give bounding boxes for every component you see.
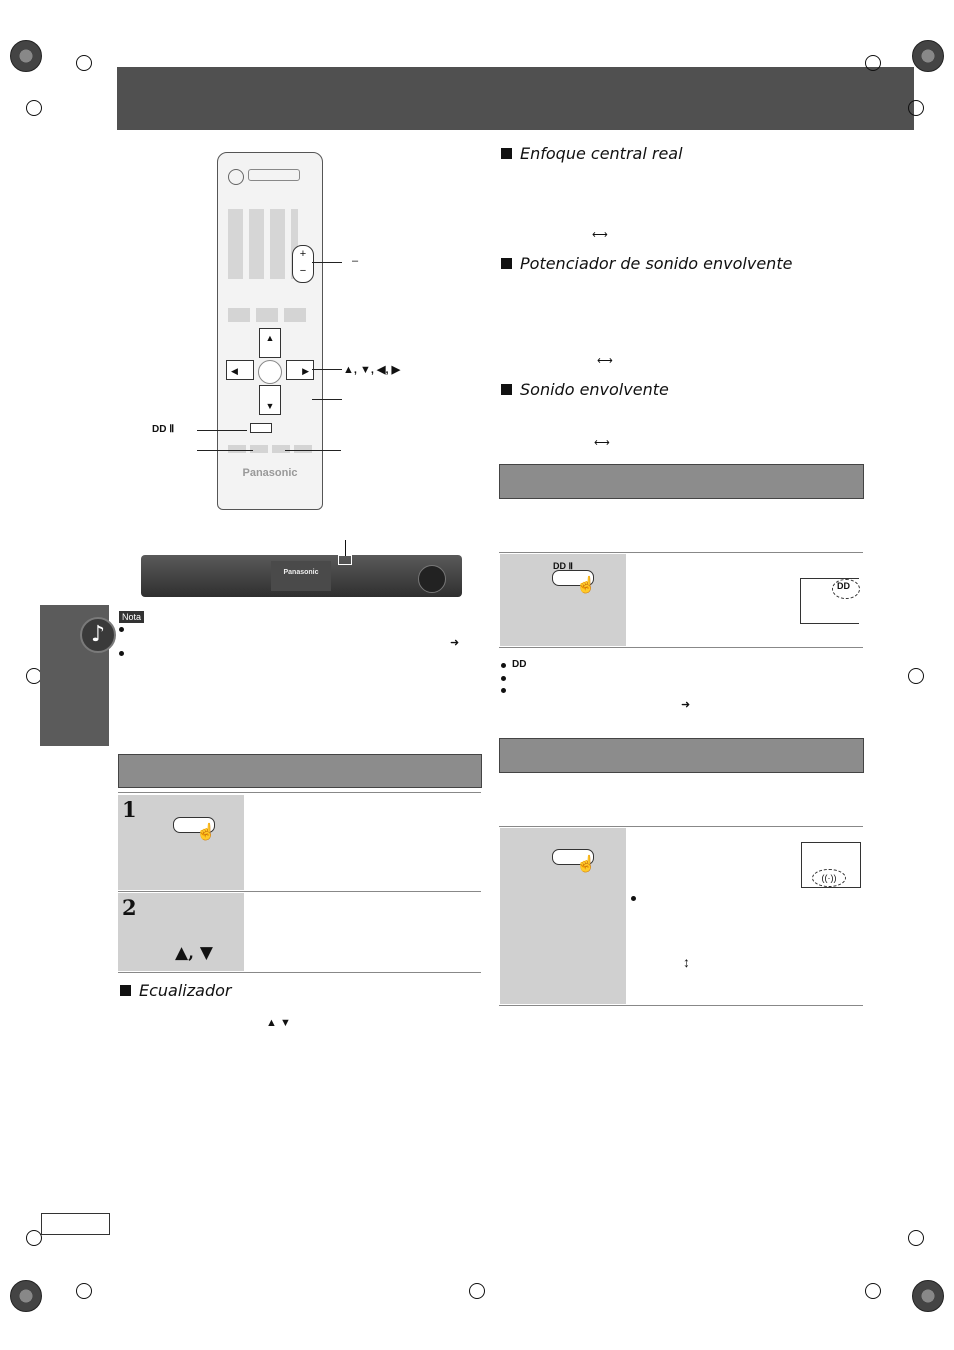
dolby-step-box (500, 554, 626, 646)
potenciador-arrow: ⟷ (597, 355, 613, 367)
unit-brand-label: Panasonic (283, 569, 319, 576)
pointing-hand-icon: ☝ (196, 824, 216, 841)
callout-line (312, 262, 342, 263)
divider (499, 826, 863, 827)
registration-mark-icon (10, 1280, 42, 1312)
press-button-icon (552, 570, 594, 586)
press-button-icon (173, 817, 215, 833)
step-2-box (118, 893, 244, 971)
step-number: 2 (122, 895, 137, 920)
navigation-pad: ▲ ▼ ◀ ▶ (226, 328, 314, 415)
volume-rocker: +− (292, 245, 314, 283)
display-indicator-highlight (832, 579, 860, 599)
music-note-icon: ♪ (80, 617, 116, 653)
remote-control-illustration: +− ▲ ▼ ◀ ▶ Panasonic (217, 152, 323, 510)
potenciador-heading: Potenciador de sonido envolvente (501, 254, 792, 273)
display-dolby-indicator: DD (837, 581, 850, 591)
callout-line (197, 430, 247, 431)
right-section-bar-2 (499, 738, 864, 773)
callout-line (285, 450, 341, 451)
crosshair-icon (76, 55, 92, 71)
remote-top-buttons (248, 169, 300, 181)
note-label: Nota (119, 611, 145, 623)
crosshair-icon (908, 100, 924, 116)
registration-mark-icon (10, 40, 42, 72)
callout-line (345, 540, 346, 556)
left-section-bar (118, 754, 482, 788)
registration-mark-icon (912, 1280, 944, 1312)
registration-mark-icon (912, 40, 944, 72)
dolby-button (250, 423, 272, 433)
divider (499, 1005, 863, 1006)
page-number-box (41, 1213, 110, 1235)
note-bullet (119, 627, 124, 632)
callout-line (197, 450, 253, 451)
ecualizador-heading: Ecualizador (120, 981, 231, 1000)
reference-arrow: ➜ (681, 699, 691, 711)
divider (499, 552, 863, 553)
step-1-box (118, 795, 244, 890)
note-arrow: ➜ (450, 637, 460, 649)
divider (499, 647, 863, 648)
dolby-button-mark: DD Ⅱ (553, 561, 573, 571)
volume-knob-icon (418, 565, 446, 593)
remote-bottom-buttons (228, 445, 312, 453)
crosshair-icon (908, 668, 924, 684)
numeric-keypad (228, 209, 298, 279)
transport-buttons (228, 308, 312, 322)
pointing-hand-icon: ☝ (576, 856, 596, 873)
crosshair-icon (469, 1283, 485, 1299)
bullet (631, 896, 636, 901)
sonido-arrow: ⟷ (594, 437, 610, 449)
bullet (501, 676, 506, 681)
crosshair-icon (865, 55, 881, 71)
press-button-icon (552, 849, 594, 865)
page-header-bar (117, 67, 914, 130)
callout-line (312, 399, 342, 400)
crosshair-icon (26, 1230, 42, 1246)
ecualizador-keys: ▲ ▼ (266, 1017, 291, 1029)
callout-line (312, 369, 342, 370)
sonido-envolvente-heading: Sonido envolvente (501, 380, 669, 399)
volume-callout-label: – (352, 255, 359, 267)
main-unit-illustration: Panasonic (141, 555, 462, 597)
display-panel (801, 842, 861, 888)
step-2-keys: ▲, ▼ (175, 943, 213, 963)
power-button-icon (228, 169, 244, 185)
remote-brand-label: Panasonic (242, 467, 298, 479)
bullet (501, 688, 506, 693)
divider (118, 792, 481, 793)
enfoque-central-heading: Enfoque central real (501, 144, 683, 163)
vertical-arrow: ↕ (683, 954, 690, 970)
pointing-hand-icon: ☝ (576, 577, 596, 594)
divider (118, 891, 481, 892)
crosshair-icon (865, 1283, 881, 1299)
enfoque-arrow: ⟷ (592, 229, 608, 241)
crosshair-icon (26, 100, 42, 116)
note-bullet (119, 651, 124, 656)
unit-button-highlight (338, 555, 352, 565)
remote-dolby-mark: DD Ⅱ (152, 424, 175, 435)
crosshair-icon (908, 1230, 924, 1246)
surround-display-icon: ((·)) (812, 869, 846, 887)
right-section-bar-1 (499, 464, 864, 499)
display-panel (800, 578, 859, 624)
navigation-callout-label: ▲, ▼, ◀, ▶ (343, 364, 401, 376)
crosshair-icon (76, 1283, 92, 1299)
step-number: 1 (122, 797, 137, 822)
dolby-mark-inline: DD (512, 659, 527, 670)
bullet (501, 663, 506, 668)
divider (118, 972, 481, 973)
